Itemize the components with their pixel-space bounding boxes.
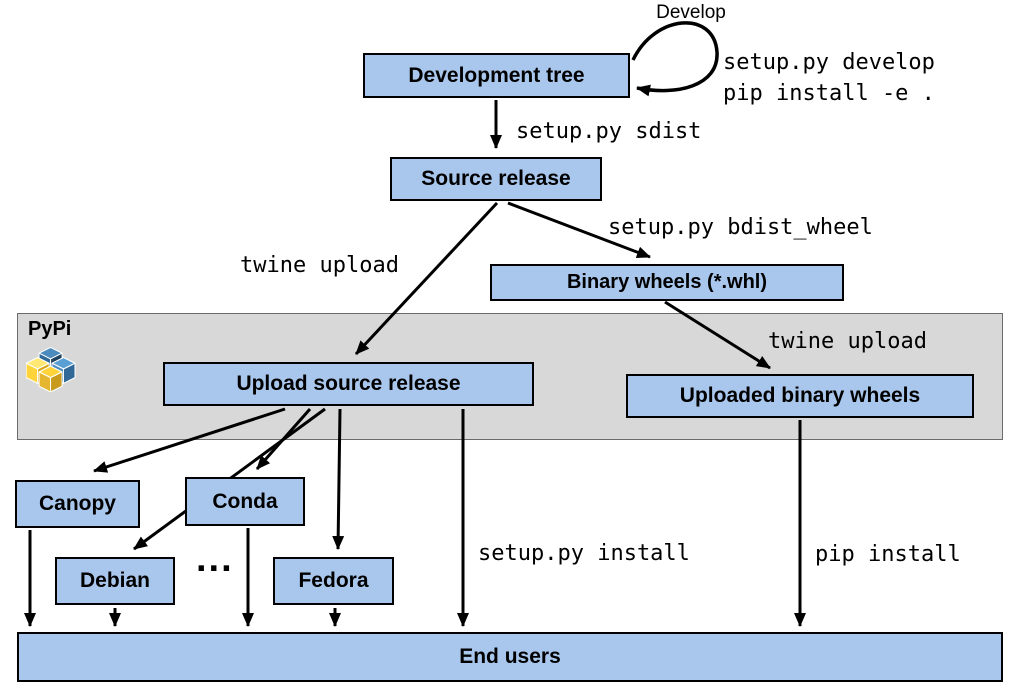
edge-develop-loop xyxy=(631,21,719,97)
pypi-band-label: PyPi xyxy=(28,318,72,340)
edge-label-setup-sdist: setup.py sdist xyxy=(516,119,702,144)
edge-label-pip-install: pip install xyxy=(815,542,961,567)
edge-label-setup-bdist-wheel: setup.py bdist_wheel xyxy=(608,215,873,240)
node-end-users: End users xyxy=(17,632,1003,682)
edge-label-pip-install-editable: pip install -e . xyxy=(723,81,935,106)
edge-label-develop: Develop xyxy=(656,2,726,23)
node-source-release: Source release xyxy=(390,157,602,201)
pypi-logo xyxy=(26,346,76,392)
edge-label-setup-install: setup.py install xyxy=(478,541,690,566)
edge-label-setup-develop: setup.py develop xyxy=(723,50,935,75)
edge-label-twine-upload-source: twine upload xyxy=(240,253,399,278)
node-uploaded-binary-wheels: Uploaded binary wheels xyxy=(626,374,974,418)
node-label: Uploaded binary wheels xyxy=(679,384,921,407)
node-label: End users xyxy=(459,645,561,668)
ellipsis-more-distros: ... xyxy=(196,538,234,580)
node-canopy: Canopy xyxy=(15,480,140,528)
node-label: Source release xyxy=(421,167,571,190)
node-conda: Conda xyxy=(185,477,305,526)
node-upload-source-release: Upload source release xyxy=(163,362,534,406)
node-binary-wheels: Binary wheels (*.whl) xyxy=(490,264,844,301)
node-development-tree: Development tree xyxy=(363,53,630,98)
node-label: Conda xyxy=(212,489,278,513)
node-label: Development tree xyxy=(408,63,585,87)
node-label: Upload source release xyxy=(236,372,461,395)
edge-label-twine-upload-wheels: twine upload xyxy=(768,329,927,354)
node-label: Binary wheels (*.whl) xyxy=(566,271,768,293)
node-debian: Debian xyxy=(55,557,175,605)
node-label: Canopy xyxy=(38,492,116,515)
node-label: Debian xyxy=(79,569,150,592)
node-fedora: Fedora xyxy=(273,557,394,605)
node-label: Fedora xyxy=(298,569,369,592)
